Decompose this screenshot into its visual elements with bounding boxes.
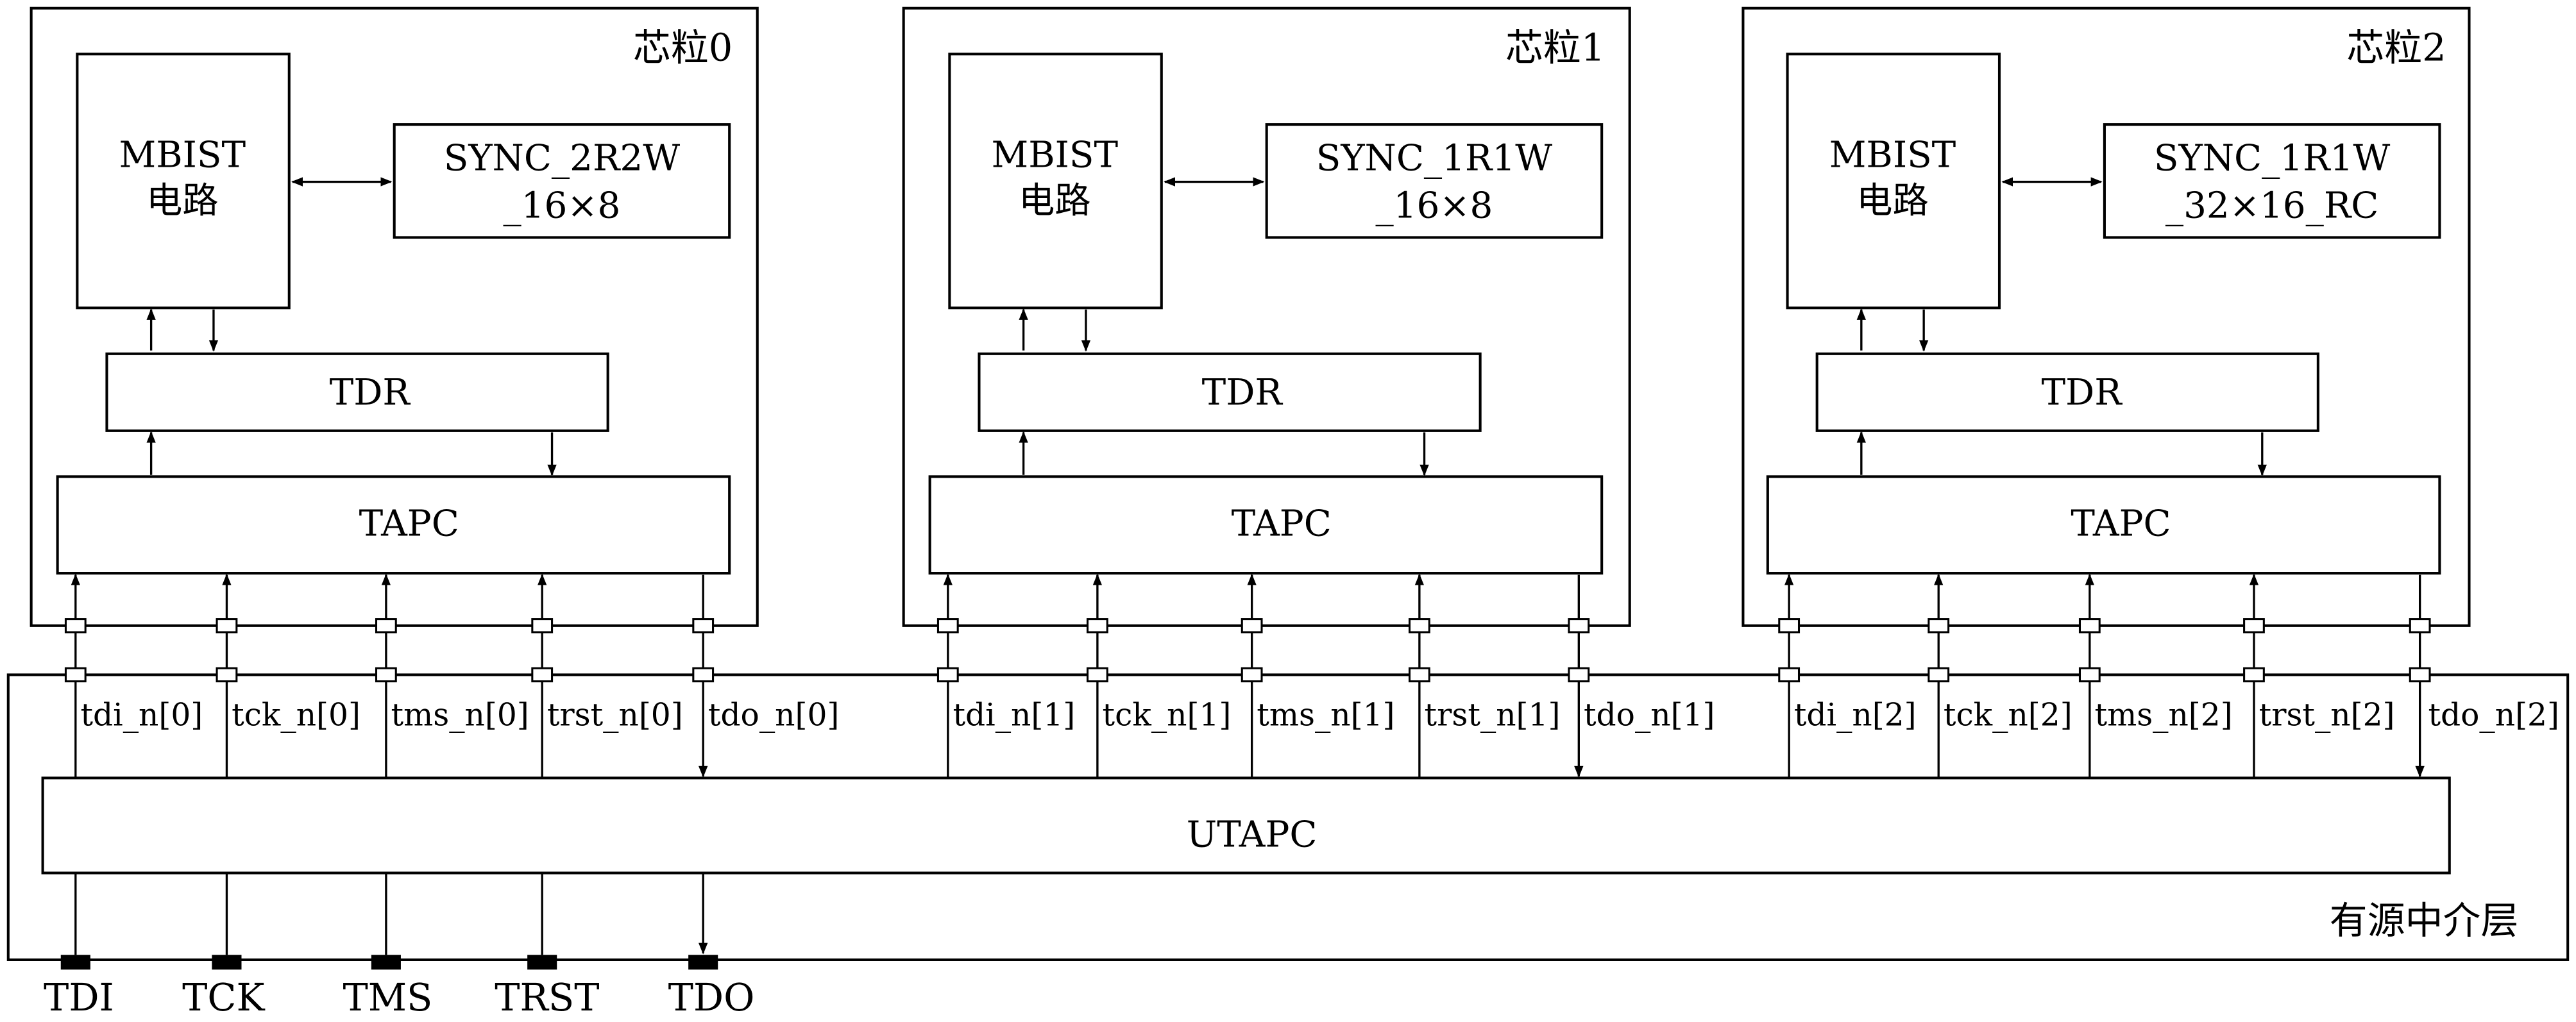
- chiplet-title: 芯粒1: [1505, 26, 1605, 70]
- signal-label-tck: tck_n[1]: [1103, 698, 1232, 733]
- chiplet-pad: [1241, 618, 1263, 633]
- tapc-label: TAPC: [1232, 503, 1332, 544]
- mbist-box: [1786, 53, 2001, 310]
- interposer-pad: [531, 667, 554, 683]
- tapc-box: [928, 475, 1604, 575]
- trst-pin: [527, 955, 557, 970]
- utapc-box: [41, 776, 2451, 875]
- mbist-label: MBIST: [1829, 135, 1956, 176]
- tapc-box: [56, 475, 731, 575]
- chiplet-title: 芯粒2: [2346, 26, 2446, 70]
- chiplet-title: 芯粒0: [633, 26, 733, 70]
- sync-memory-label: SYNC_2R2W: [444, 138, 681, 180]
- sync-memory-box: [393, 123, 731, 239]
- chiplet-pad: [2409, 618, 2431, 633]
- pin-label-tms: TMS: [343, 975, 432, 1019]
- signal-label-tdo: tdo_n[2]: [2428, 698, 2559, 733]
- chiplet-pad: [2243, 618, 2265, 633]
- signal-label-trst: trst_n[0]: [547, 698, 683, 733]
- chiplet-pad: [216, 618, 238, 633]
- pin-label-tdo: TDO: [668, 975, 755, 1019]
- chiplet-pad: [64, 618, 87, 633]
- interposer-pad: [2409, 667, 2431, 683]
- utapc-label: UTAPC: [1187, 814, 1318, 856]
- tdr-box: [1815, 352, 2319, 432]
- mbist-label: 电路: [1856, 180, 1929, 222]
- sync-memory-box: [2103, 123, 2441, 239]
- interposer-pad: [1568, 667, 1590, 683]
- tapc-box: [1766, 475, 2441, 575]
- interposer-pad: [1778, 667, 1801, 683]
- chiplet-pad: [692, 618, 715, 633]
- sync-memory-label: _16×8: [1375, 185, 1493, 227]
- chiplet-2: 芯粒2 MBIST 电路 SYNC_1R1W _32×16_RC TDR TAP…: [1741, 6, 2559, 778]
- signal-label-tck: tck_n[2]: [1944, 698, 2072, 733]
- chiplet-pad: [1568, 618, 1590, 633]
- interposer-pad: [1408, 667, 1430, 683]
- mbist-label: MBIST: [119, 135, 246, 176]
- signal-label-tms: tms_n[2]: [2095, 698, 2233, 733]
- chiplet-pad: [1086, 618, 1108, 633]
- signal-label-tdo: tdo_n[0]: [708, 698, 840, 733]
- signal-label-trst: trst_n[2]: [2259, 698, 2395, 733]
- signal-label-tdi: tdi_n[0]: [80, 698, 203, 733]
- tdi-pin: [60, 955, 90, 970]
- external-jtag-pins: TDI TCK TMS TRST TDO: [44, 873, 755, 1019]
- chiplet-0: 芯粒0 MBIST 电路 SYNC_2R2W _16×8 TDR TAPC td…: [30, 6, 840, 778]
- interposer-pad: [375, 667, 397, 683]
- tck-pin: [212, 955, 242, 970]
- tdr-label: TDR: [1202, 372, 1284, 414]
- chiplet-pad: [375, 618, 397, 633]
- tdr-label: TDR: [330, 372, 411, 414]
- signal-label-tdi: tdi_n[2]: [1794, 698, 1917, 733]
- interposer-label: 有源中介层: [2330, 898, 2519, 942]
- sync-memory-label: SYNC_1R1W: [2154, 138, 2391, 180]
- signal-label-tdi: tdi_n[1]: [953, 698, 1075, 733]
- chiplet-pad: [1928, 618, 1950, 633]
- interposer-pad: [1086, 667, 1108, 683]
- tapc-label: TAPC: [359, 503, 459, 544]
- interposer-pad: [1241, 667, 1263, 683]
- signal-label-tck: tck_n[0]: [232, 698, 360, 733]
- signal-label-tms: tms_n[1]: [1257, 698, 1394, 733]
- sync-memory-label: SYNC_1R1W: [1316, 138, 1553, 180]
- interposer-pad: [936, 667, 959, 683]
- chiplet-pad: [1408, 618, 1430, 633]
- mbist-box: [948, 53, 1163, 310]
- tdr-label: TDR: [2041, 372, 2123, 414]
- pin-label-tdi: TDI: [44, 975, 114, 1019]
- chiplet-pad: [1778, 618, 1801, 633]
- tdr-box: [978, 352, 1482, 432]
- interposer-pad: [216, 667, 238, 683]
- signal-label-tdo: tdo_n[1]: [1584, 698, 1715, 733]
- chiplet-pad: [936, 618, 959, 633]
- tdr-box: [105, 352, 609, 432]
- interposer-pad: [64, 667, 87, 683]
- sync-memory-label: _32×16_RC: [2165, 185, 2378, 227]
- sync-memory-label: _16×8: [503, 185, 620, 227]
- sync-memory-box: [1265, 123, 1604, 239]
- interposer-pad: [2243, 667, 2265, 683]
- signal-label-trst: trst_n[1]: [1425, 698, 1561, 733]
- mbist-label: 电路: [146, 180, 219, 222]
- interposer-pad: [692, 667, 715, 683]
- tdo-pin: [688, 955, 718, 970]
- chiplet-pad: [531, 618, 554, 633]
- signal-label-tms: tms_n[0]: [391, 698, 529, 733]
- tapc-label: TAPC: [2071, 503, 2171, 544]
- mbist-label: MBIST: [992, 135, 1119, 176]
- chiplet-1: 芯粒1 MBIST 电路 SYNC_1R1W _16×8 TDR TAPC td…: [902, 6, 1715, 778]
- interposer-pad: [1928, 667, 1950, 683]
- mbist-box: [76, 53, 291, 310]
- interposer-pad: [2078, 667, 2101, 683]
- mbist-label: 电路: [1019, 180, 1091, 222]
- tms-pin: [371, 955, 401, 970]
- chiplet-pad: [2078, 618, 2101, 633]
- pin-label-trst: TRST: [495, 975, 599, 1019]
- pin-label-tck: TCK: [182, 975, 265, 1019]
